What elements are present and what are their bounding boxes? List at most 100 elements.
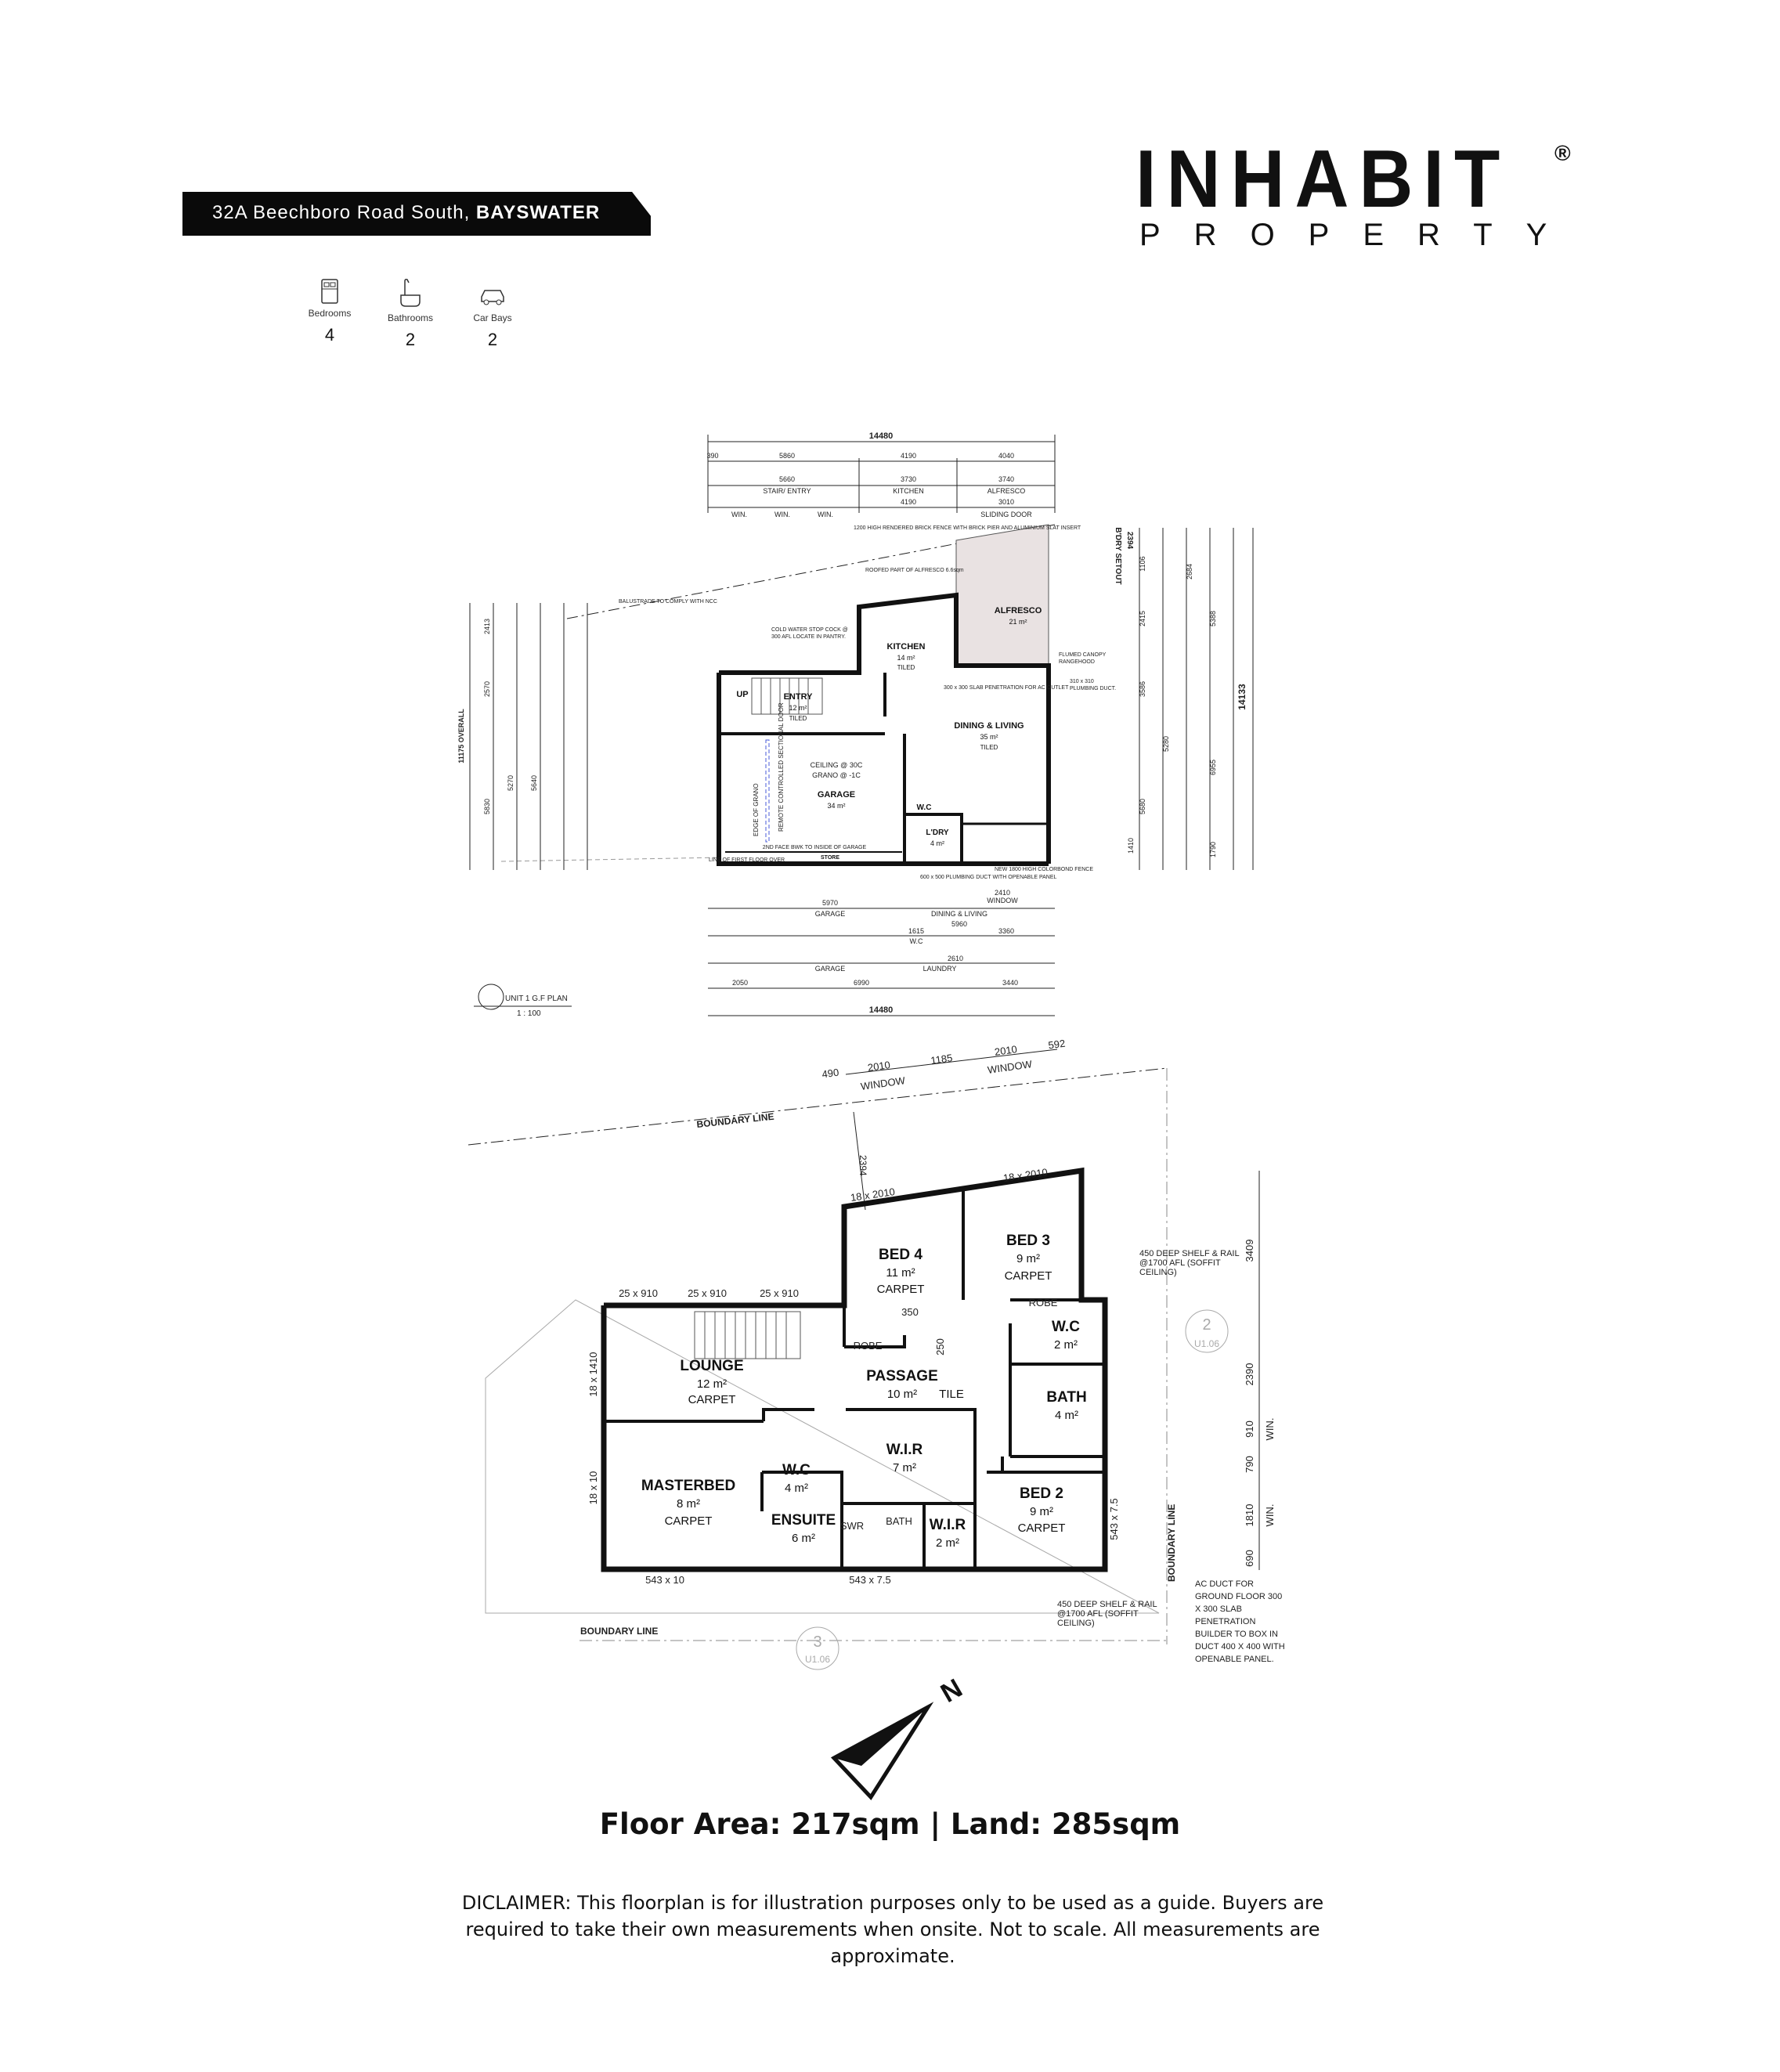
logo-wordmark: INHABIT bbox=[1136, 134, 1511, 225]
dim: 3440 bbox=[1002, 979, 1018, 987]
window-size: 25 x 910 bbox=[760, 1287, 799, 1299]
note: COLD WATER STOP COCK @ 300 AFL LOCATE IN… bbox=[771, 627, 848, 640]
room-finish: CARPET bbox=[1005, 1269, 1052, 1283]
room-finish: TILED bbox=[897, 664, 915, 671]
address-text: 32A Beechboro Road South, BAYSWATER bbox=[212, 202, 601, 223]
setout-value: 2394 bbox=[1125, 532, 1134, 550]
bath-label: BATH bbox=[886, 1515, 912, 1527]
room-entry: ENTRY bbox=[784, 692, 814, 702]
dim: 1185 bbox=[930, 1052, 953, 1067]
dim: 490 bbox=[821, 1067, 840, 1081]
note: 2ND FACE BWK TO INSIDE OF GARAGE bbox=[763, 845, 867, 850]
dim: 4040 bbox=[998, 452, 1014, 460]
robe-label: ROBE bbox=[1029, 1297, 1058, 1309]
stair-up-label: UP bbox=[736, 690, 748, 699]
dim: 910 bbox=[1244, 1420, 1255, 1438]
room-wir: W.I.R bbox=[886, 1442, 923, 1458]
dim: 1615 bbox=[908, 927, 924, 935]
dim-label: GARAGE bbox=[815, 910, 846, 918]
dim: 3740 bbox=[998, 475, 1014, 483]
robe-label: ROBE bbox=[854, 1340, 883, 1352]
room-bath: BATH bbox=[1046, 1389, 1086, 1406]
window-size: 25 x 910 bbox=[688, 1287, 727, 1299]
shower-label: SWR bbox=[840, 1520, 864, 1532]
dim: 3730 bbox=[901, 475, 916, 483]
dim: 1106 bbox=[1139, 556, 1146, 571]
note: EDGE OF GRANO bbox=[753, 783, 760, 836]
logo-subtitle: PROPERTY bbox=[1139, 218, 1581, 252]
dim: 3010 bbox=[998, 498, 1014, 506]
room-lounge: LOUNGE bbox=[680, 1358, 743, 1374]
north-arrow-icon: N bbox=[830, 1673, 967, 1801]
room-area: 12 m² bbox=[697, 1377, 727, 1391]
plan-scale: 1 : 100 bbox=[517, 1009, 541, 1018]
room-area: 9 m² bbox=[1030, 1505, 1053, 1518]
dim: 3360 bbox=[998, 927, 1014, 935]
room-bed-3: BED 3 bbox=[1006, 1233, 1050, 1249]
dim-label: STAIR/ ENTRY bbox=[763, 487, 811, 495]
window-size: 18 x 1410 bbox=[587, 1352, 599, 1396]
dim: 690 bbox=[1244, 1550, 1255, 1567]
note: ROOFED PART OF ALFRESCO 6.6sqm bbox=[865, 568, 964, 573]
note: GRANO @ -1C bbox=[812, 771, 861, 779]
room-finish: TILE bbox=[939, 1388, 964, 1401]
north-label: N bbox=[936, 1673, 967, 1709]
overall-width-bottom: 14480 bbox=[869, 1005, 894, 1015]
room-area: 12 m² bbox=[789, 704, 807, 712]
room-area: 4 m² bbox=[930, 839, 944, 847]
room-masterbed: MASTERBED bbox=[641, 1478, 735, 1494]
disclaimer: DICLAIMER: This floorplan is for illustr… bbox=[461, 1892, 1324, 1967]
dim-label: WINDOW bbox=[860, 1074, 906, 1092]
room-garage: GARAGE bbox=[818, 790, 855, 800]
note: LINE OF FIRST FLOOR OVER bbox=[709, 857, 785, 863]
note: 310 x 310 PLUMBING DUCT. bbox=[1070, 679, 1117, 691]
dim-label: GARAGE bbox=[815, 965, 846, 973]
dim: 790 bbox=[1244, 1456, 1255, 1473]
section-marker-number: 2 bbox=[1202, 1316, 1211, 1334]
dim: 2010 bbox=[867, 1059, 891, 1074]
dim: 2413 bbox=[483, 619, 491, 634]
room-area: 8 m² bbox=[677, 1497, 700, 1511]
overall-width: 14480 bbox=[869, 431, 894, 441]
setback-dim: 2394 bbox=[858, 1155, 868, 1176]
dim: 2010 bbox=[994, 1043, 1018, 1058]
boundary-line-label: BOUNDARY LINE bbox=[696, 1111, 774, 1130]
room-area: 4 m² bbox=[1055, 1409, 1078, 1422]
dim: 5960 bbox=[951, 920, 967, 928]
shelf-note: 450 DEEP SHELF & RAIL @1700 AFL (SOFFIT … bbox=[1057, 1600, 1157, 1628]
dim: 2684 bbox=[1186, 564, 1193, 579]
floor-area-summary: Floor Area: 217sqm | Land: 285sqm bbox=[599, 1807, 1181, 1841]
room-finish: CARPET bbox=[688, 1393, 736, 1406]
address-banner: 32A Beechboro Road South, BAYSWATER bbox=[182, 192, 651, 236]
room-area: 6 m² bbox=[792, 1532, 815, 1545]
room-area: 4 m² bbox=[785, 1482, 808, 1495]
dim: 2610 bbox=[948, 955, 963, 962]
room-area: 9 m² bbox=[1016, 1252, 1040, 1265]
dim-label: WINDOW bbox=[987, 897, 1018, 904]
feature-value: 2 bbox=[487, 330, 498, 349]
dim-label: WIN. bbox=[1264, 1418, 1276, 1441]
shelf-note: 450 DEEP SHELF & RAIL @1700 AFL (SOFFIT … bbox=[1139, 1249, 1240, 1277]
dim: 2570 bbox=[483, 681, 491, 697]
room-wir-2: W.I.R bbox=[930, 1517, 966, 1533]
dim: 4190 bbox=[901, 498, 916, 506]
room-kitchen: KITCHEN bbox=[887, 642, 926, 652]
room-area: 34 m² bbox=[827, 802, 845, 810]
dim: 592 bbox=[1048, 1038, 1067, 1052]
dim-label: WIN. bbox=[731, 511, 747, 518]
room-ensuite: ENSUITE bbox=[771, 1512, 836, 1529]
room-area: 2 m² bbox=[1054, 1338, 1078, 1352]
dim-label: SLIDING DOOR bbox=[980, 511, 1032, 518]
room-dining-living: DINING & LIVING bbox=[954, 721, 1024, 731]
window-size: 25 x 910 bbox=[619, 1287, 658, 1299]
dim: 5860 bbox=[779, 452, 795, 460]
room-finish: CARPET bbox=[877, 1283, 925, 1296]
room-area: 2 m² bbox=[936, 1536, 959, 1550]
bath-icon bbox=[400, 279, 421, 307]
room-passage: PASSAGE bbox=[866, 1368, 938, 1384]
setout-label: B'DRY SETOUT bbox=[1114, 527, 1122, 584]
dim-label: WIN. bbox=[1264, 1504, 1276, 1527]
room-alfresco: ALFRESCO bbox=[995, 606, 1042, 615]
feature-value: 4 bbox=[324, 325, 335, 345]
